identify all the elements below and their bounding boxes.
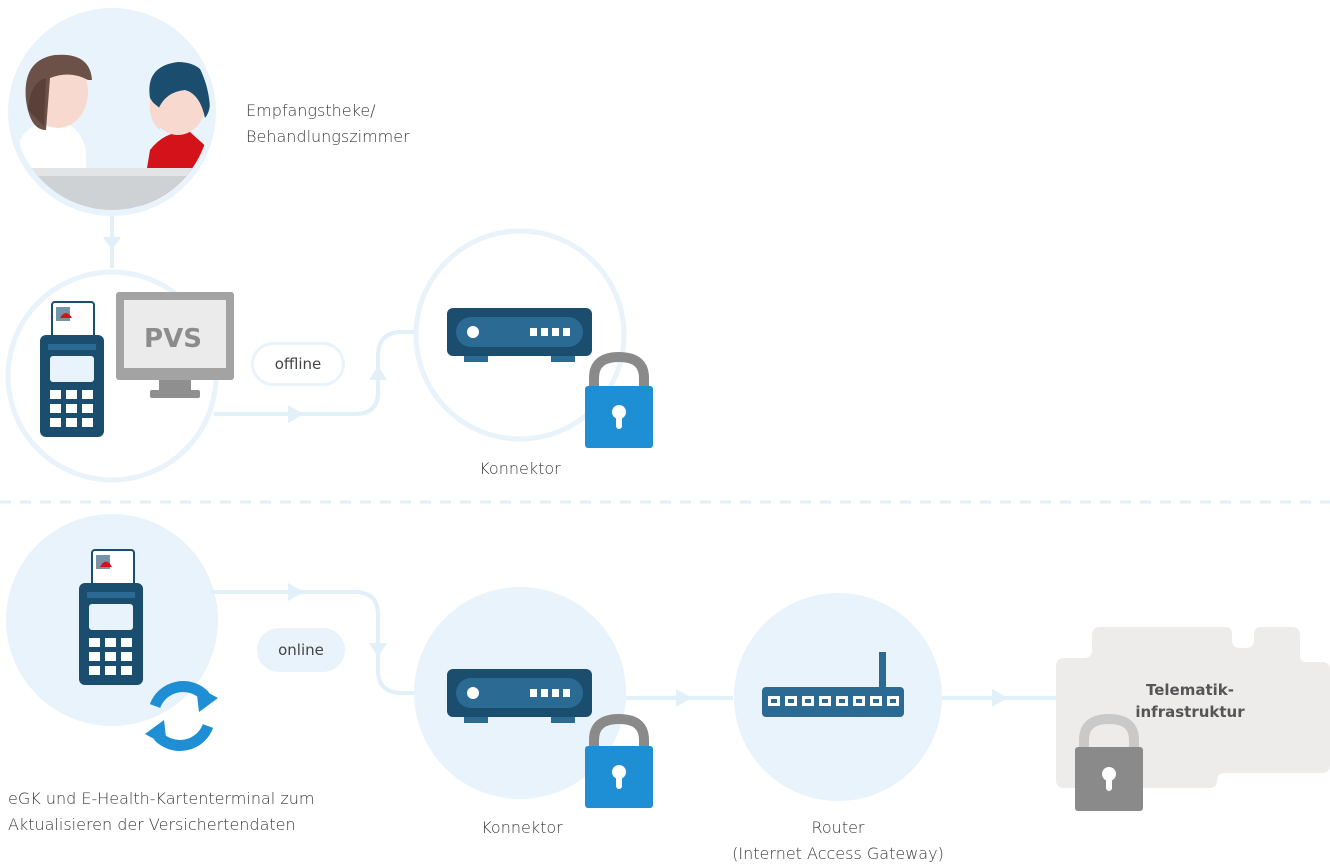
konnektor-label-bottom: Konnektor [481,818,563,837]
online-badge: online [257,628,345,672]
pvs-monitor-icon: PVS [116,292,234,398]
ti-label-line1: Telematik- [1146,681,1234,699]
konnektor-router-connector [626,689,733,707]
konnektor-device-top [447,308,592,362]
egk-label: eGK und E-Health-Kartenterminal zum Aktu… [8,786,314,838]
router-label: Router (Internet Access Gateway) [708,815,968,867]
pvs-label: PVS [144,324,202,354]
reception-illustration [8,8,216,216]
offline-badge: offline [251,342,345,386]
reception-label-line1: Empfangstheke/ [246,101,376,120]
lock-icon-ti [1075,713,1143,811]
router-label-line1: Router [811,818,865,837]
online-connector [210,583,418,695]
reception-label-line2: Behandlungszimmer [246,127,410,146]
konnektor-label-top: Konnektor [479,459,561,478]
konnektor-device-bottom [447,669,592,723]
ti-label-line2: infrastruktur [1135,703,1245,721]
lock-icon-top [585,351,653,448]
reception-to-pvs-connector [103,216,121,268]
router-ti-connector [942,689,1056,707]
offline-connector [214,330,418,423]
router-device [762,652,904,717]
card-terminal-icon-bottom [79,549,143,685]
card-terminal-icon [40,301,104,437]
egk-label-line1: eGK und E-Health-Kartenterminal zum [8,789,315,808]
lock-icon-bottom [585,713,653,808]
reception-label: Empfangstheke/ Behandlungszimmer [246,98,410,150]
ti-label: Telematik- infrastruktur [1110,679,1270,723]
router-label-line2: (Internet Access Gateway) [732,844,944,863]
egk-label-line2: Aktualisieren der Versichertendaten [8,815,296,834]
refresh-icon [145,681,218,751]
